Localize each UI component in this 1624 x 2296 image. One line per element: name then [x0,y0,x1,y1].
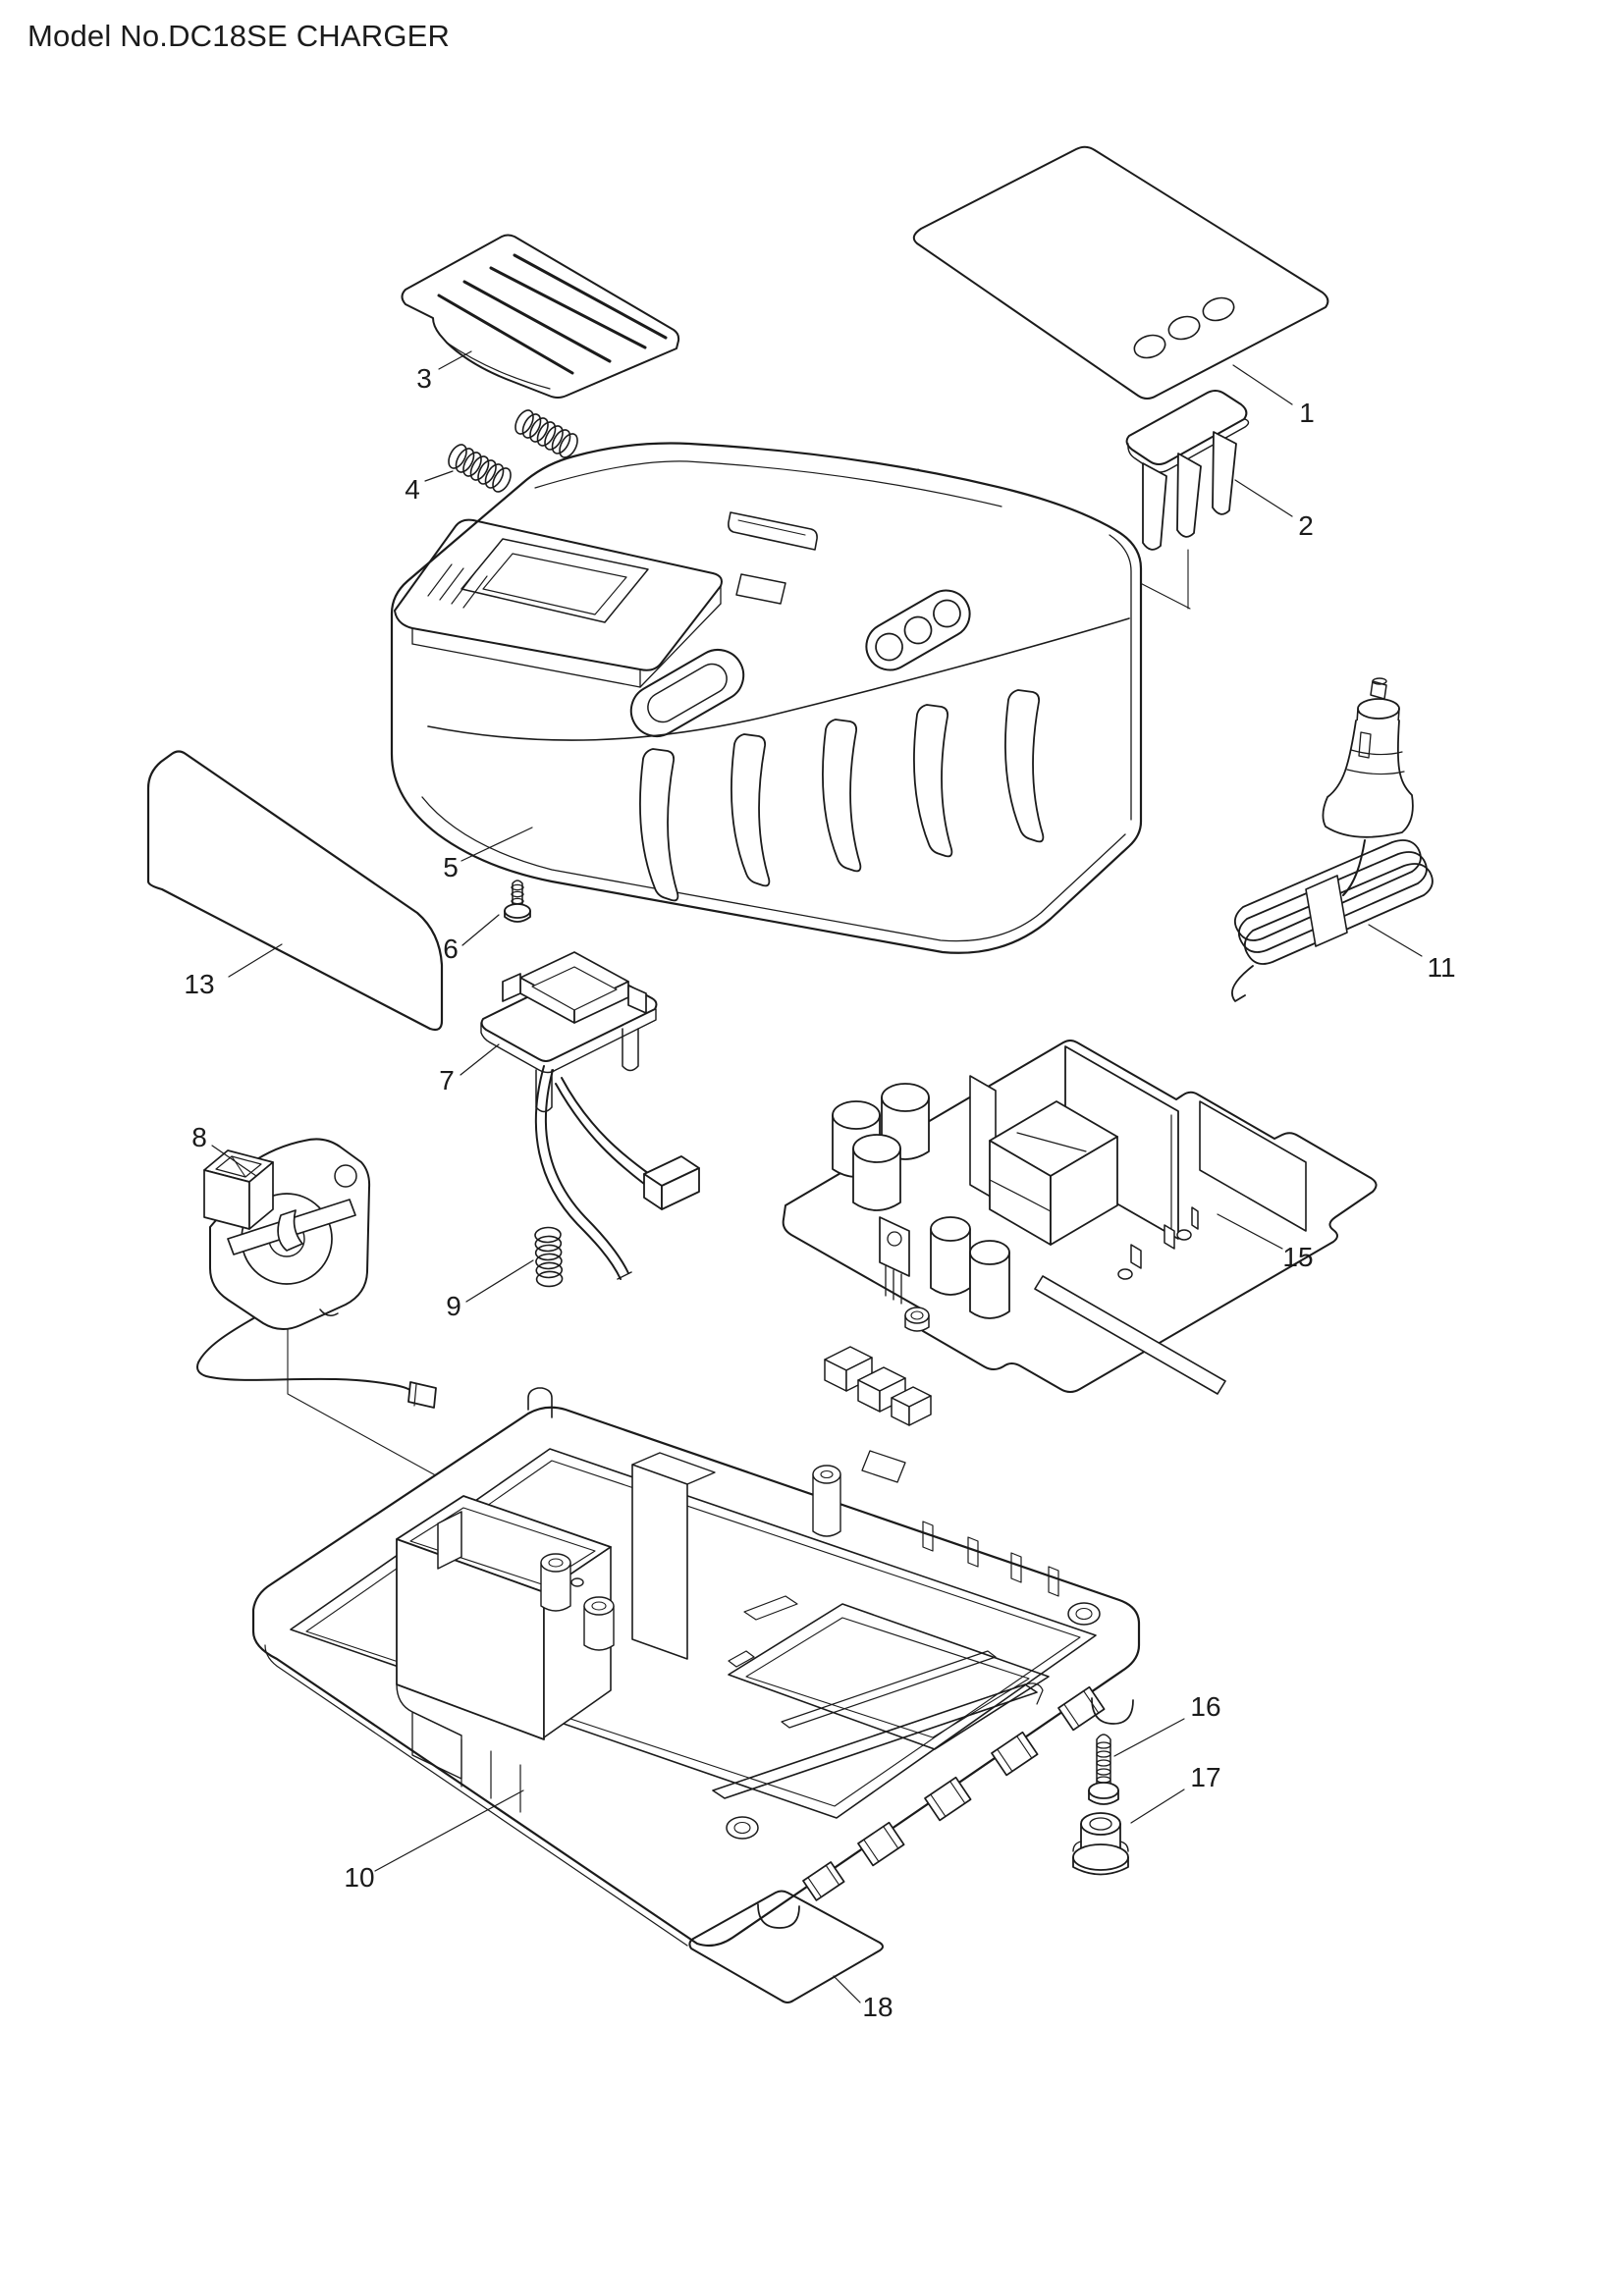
part-17-bushing-foot [1072,1812,1129,1876]
part-13-side-label-sheet [146,750,444,1032]
base-feet [757,1697,1134,1929]
vent-slats [638,689,1045,902]
fan-duct [203,1149,274,1230]
transistor [879,1216,910,1305]
callout-numbers: 1 2 3 4 5 6 7 8 9 10 11 13 15 16 17 18 [184,363,1455,2022]
part-5-top-housing [390,442,1143,954]
callout-1: 1 [1299,398,1315,428]
callout-11: 11 [1427,952,1455,983]
led-indicator-window [865,589,971,671]
part-8-blower-fan [196,1138,437,1409]
part-18-bottom-label-sheet [688,1890,884,2003]
callout-4: 4 [405,474,420,505]
capacitors [832,1083,1010,1319]
page-title: Model No.DC18SE CHARGER [27,19,450,53]
part-15-circuit-board-assembly [782,1040,1378,1426]
fan-strap [227,1199,356,1255]
part-1-top-label-sheet [912,145,1329,400]
callout-16: 16 [1190,1691,1220,1722]
small-components [824,1206,1199,1426]
interior-tower [396,1495,615,1813]
terminal-tower [502,951,647,1024]
callout-15: 15 [1282,1242,1313,1272]
callout-18: 18 [862,1992,893,2022]
inner-wall-ribs [922,1521,1059,1597]
callout-5: 5 [443,852,459,882]
transformer [989,1100,1118,1246]
part-7-terminal-block-assembly [480,951,700,1280]
label-led-hole-marks [1133,296,1235,359]
plate-posts [535,1028,639,1113]
screw-bosses [726,1602,1101,1840]
callout-6: 6 [443,934,459,964]
part-4-springs [448,409,578,493]
battery-rail-platform [394,511,818,688]
callout-7: 7 [439,1065,455,1095]
interior-center-structures [527,1387,1134,1929]
callout-8: 8 [191,1122,207,1152]
rail-teeth [802,1685,1106,1901]
callout-9: 9 [446,1291,461,1321]
cover-ribs [437,253,668,375]
part-3-ribbed-cover [401,234,680,399]
part-2-rubber-foot [1125,390,1250,551]
callout-17: 17 [1190,1762,1220,1792]
wire-connector [643,1155,700,1210]
part-11-car-plug-cord [1231,677,1434,1002]
callout-10: 10 [344,1862,374,1893]
coiled-cable [1231,839,1434,1002]
part-6-screw [504,880,531,923]
callout-2: 2 [1298,510,1314,541]
part-10-base-housing [251,1387,1141,1948]
leader-lines [211,350,1423,2003]
callout-3: 3 [416,363,432,394]
oval-boss [629,649,745,737]
part-9-spring [534,1226,564,1288]
callout-13: 13 [184,969,214,999]
part-16-tapping-screw [1088,1734,1119,1805]
